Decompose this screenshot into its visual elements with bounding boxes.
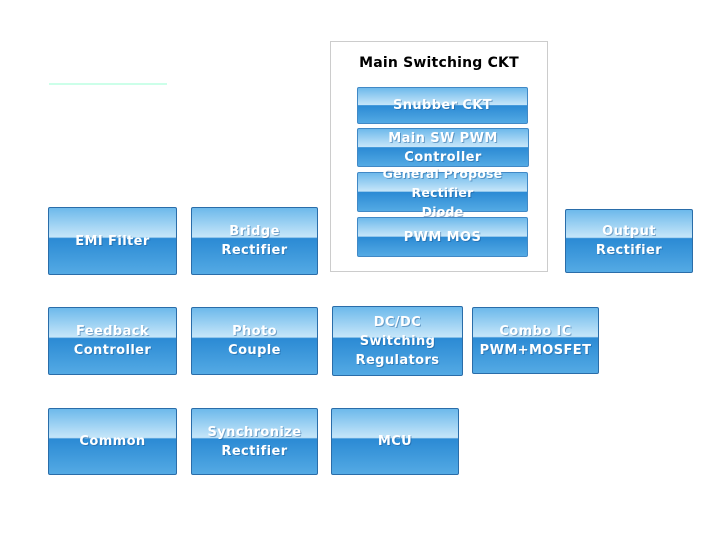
block-label: Combo IC xyxy=(499,323,572,339)
accent-line xyxy=(49,83,167,85)
block-photo-couple[interactable]: Photo Couple xyxy=(191,307,318,375)
block-label: Synchronize xyxy=(207,424,302,440)
block-label: General Propose Rectifier xyxy=(382,165,503,200)
main-switching-ckt-group: Main Switching CKT Snubber CKT Main SW P… xyxy=(330,41,548,272)
block-label: Diode xyxy=(421,203,464,219)
block-emi-filter[interactable]: EMI Filter xyxy=(48,207,177,275)
block-mcu[interactable]: MCU xyxy=(331,408,459,475)
block-combo-ic-pwm-mosfet[interactable]: Combo IC PWM+MOSFET xyxy=(472,307,599,374)
block-label: Controller xyxy=(73,343,152,358)
block-label: Rectifier xyxy=(221,443,288,459)
block-label: Rectifier xyxy=(595,243,663,258)
block-label: Couple xyxy=(228,343,281,358)
block-common[interactable]: Common xyxy=(48,408,177,475)
block-feedback-controller[interactable]: Feedback Controller xyxy=(48,307,177,375)
block-output-rectifier[interactable]: Output Rectifier xyxy=(565,209,693,273)
block-pwm-mos[interactable]: PWM MOS xyxy=(357,217,528,257)
block-label: Common xyxy=(79,434,146,449)
block-label: PWM MOS xyxy=(403,229,482,245)
block-label: PWM+MOSFET xyxy=(479,342,592,358)
block-label: Output xyxy=(602,224,656,239)
block-dcdc-switching-regulators[interactable]: DC/DC Switching Regulators xyxy=(332,306,463,376)
block-label: Switching xyxy=(359,333,436,349)
block-label: Rectifier xyxy=(221,243,288,258)
block-label: Bridge xyxy=(229,224,280,239)
block-label: Regulators xyxy=(355,352,440,368)
block-label: Snubber CKT xyxy=(392,98,493,113)
block-label: Main SW PWM Controller xyxy=(388,130,498,165)
group-title: Main Switching CKT xyxy=(359,55,519,71)
block-main-sw-pwm-controller[interactable]: Main SW PWM Controller xyxy=(357,128,529,167)
block-label: Feedback xyxy=(76,324,149,339)
block-label: DC/DC xyxy=(373,314,422,330)
block-general-propose-rectifier-diode[interactable]: General Propose Rectifier Diode xyxy=(357,166,528,219)
block-synchronize-rectifier[interactable]: Synchronize Rectifier xyxy=(191,408,318,475)
block-label: MCU xyxy=(377,434,413,449)
block-snubber-ckt[interactable]: Snubber CKT xyxy=(357,87,528,124)
block-label: Photo xyxy=(232,324,277,339)
block-bridge-rectifier[interactable]: Bridge Rectifier xyxy=(191,207,318,275)
block-label: EMI Filter xyxy=(75,233,150,249)
